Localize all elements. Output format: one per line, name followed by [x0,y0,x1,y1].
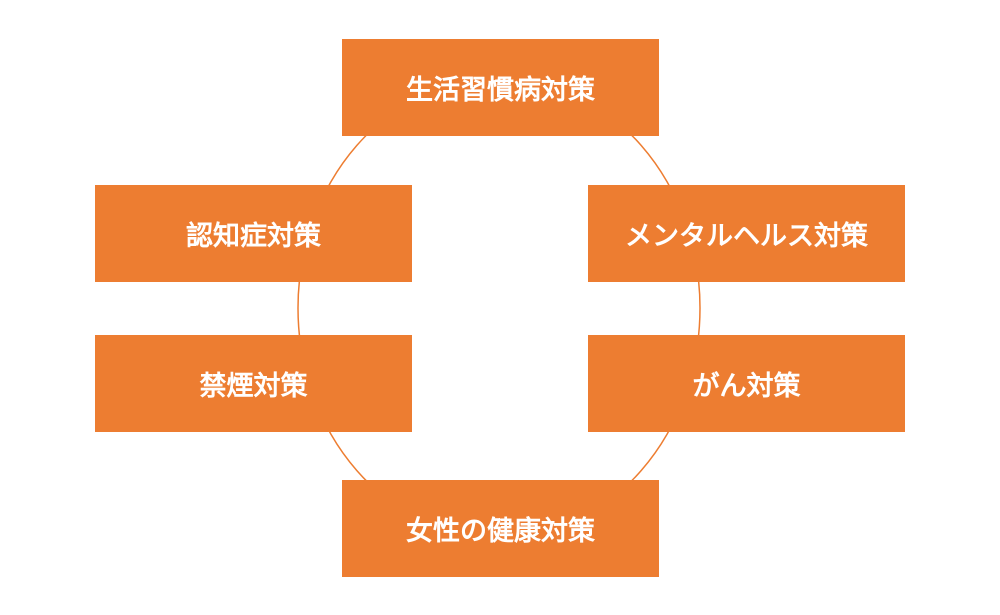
node-smoking-cessation: 禁煙対策 [95,335,412,432]
node-cancer: がん対策 [588,335,905,432]
ring-ellipse [297,77,701,539]
node-mental-health: メンタルヘルス対策 [588,185,905,282]
node-womens-health: 女性の健康対策 [342,480,659,577]
node-lifestyle-disease: 生活習慣病対策 [342,39,659,136]
node-dementia: 認知症対策 [95,185,412,282]
